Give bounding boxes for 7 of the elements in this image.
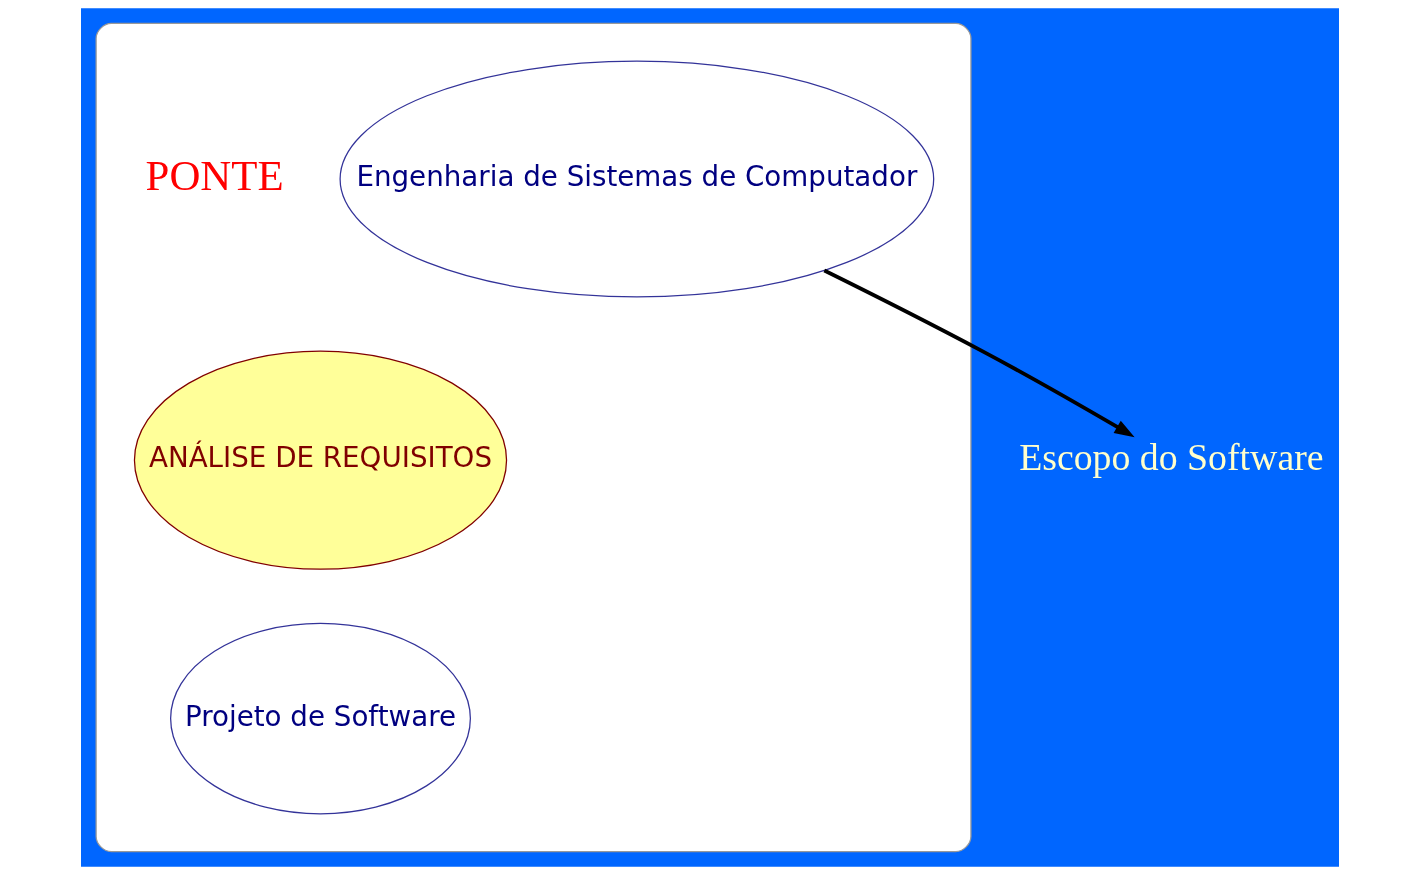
node-text: Escopo do Software [1018,435,1324,478]
node-ellipse: Engenharia de Sistemas de Computador [338,60,934,298]
cluster [95,22,972,853]
node-ellipse: ANÁLISE DE REQUISITOS [133,350,507,570]
label: PONTE [145,152,284,200]
arrow [823,268,1135,438]
node-ellipse: Projeto de Software [169,622,471,815]
